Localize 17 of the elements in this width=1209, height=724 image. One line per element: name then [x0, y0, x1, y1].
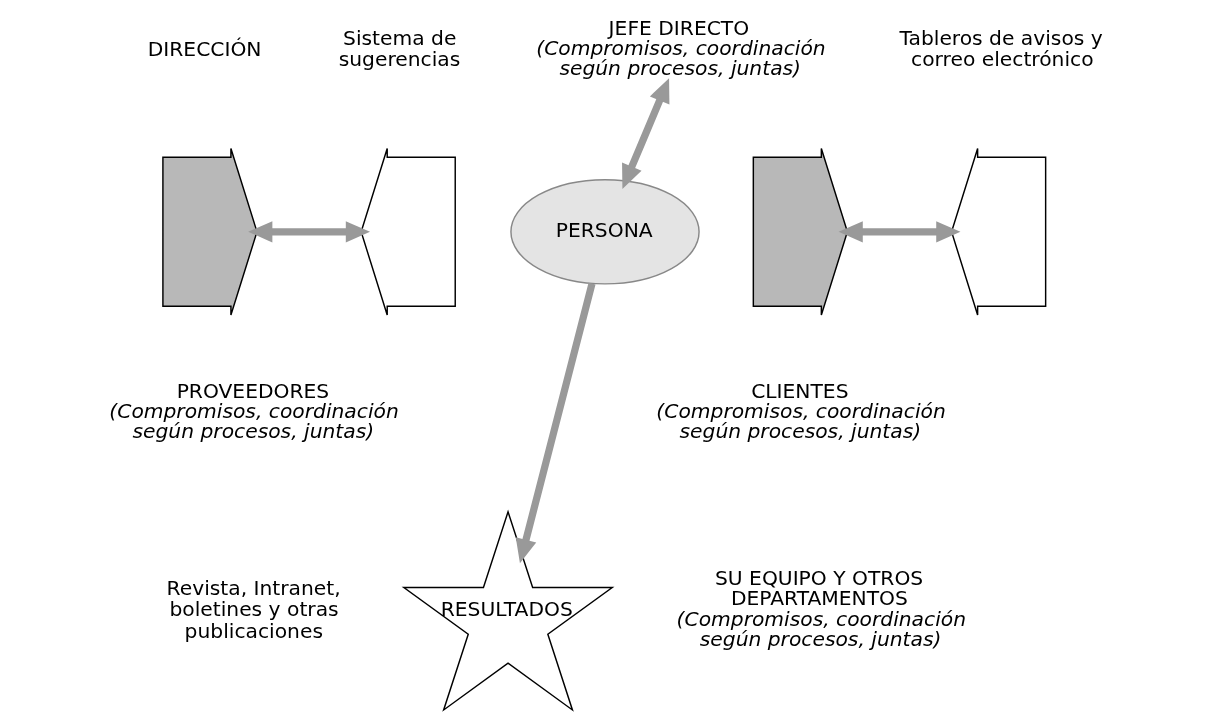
- node-arrow: [752, 147, 848, 316]
- node-text: JEFE DIRECTO (Compromisos, coordinación según procesos, juntas): [535, 15, 826, 81]
- label: Tableros de avisos y correo electrónico: [898, 25, 1103, 72]
- arrow: [838, 221, 960, 243]
- arrow: [621, 78, 669, 189]
- node-ellipse: PERSONA: [509, 178, 700, 285]
- node-text: CLIENTES (Compromisos, coordinación según procesos, juntas): [655, 378, 946, 444]
- arrow: [515, 282, 596, 564]
- arrow: [247, 221, 370, 243]
- label: Sistema de sugerencias: [338, 25, 460, 72]
- node-text: PROVEEDORES (Compromisos, coordinación según procesos, juntas): [108, 378, 399, 444]
- node-arrow: [161, 147, 258, 316]
- label: Revista, Intranet, boletines y otras publicaciones: [166, 575, 341, 643]
- node-text: SU EQUIPO Y OTROS DEPARTAMENTOS (Compromisos, coordinación según procesos, juntas): [676, 566, 966, 651]
- node-arrow: [950, 147, 1046, 316]
- node-arrow: [359, 147, 456, 316]
- label: DIRECCIÓN: [147, 36, 261, 61]
